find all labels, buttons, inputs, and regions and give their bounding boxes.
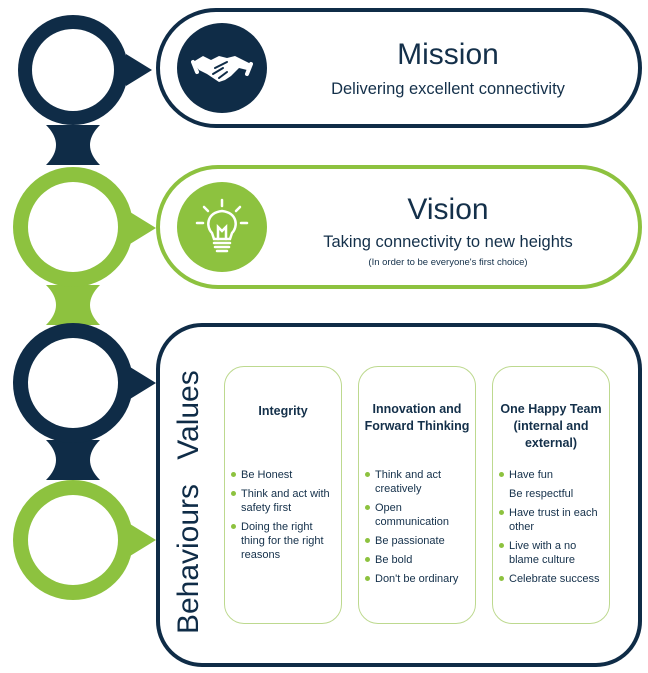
- behaviour-text: Think and act with safety first: [241, 488, 330, 514]
- chain-pointer-vision: [130, 212, 156, 244]
- behaviour-text: Be Honest: [241, 469, 293, 481]
- chain-neck-1: [46, 125, 100, 165]
- bullet-icon: [231, 491, 236, 496]
- behaviour-text: Have fun: [509, 469, 554, 481]
- behaviour-item: Doing the right thing for the right reas…: [231, 520, 339, 562]
- behaviour-text: Be passionate: [375, 535, 445, 547]
- values-label: Values: [172, 370, 205, 460]
- behaviour-text: Celebrate success: [509, 573, 600, 585]
- bullet-icon: [499, 472, 504, 477]
- behaviour-text: Open communication: [375, 502, 449, 528]
- bullet-icon: [499, 510, 504, 515]
- bullet-icon: [365, 538, 370, 543]
- behaviour-text: Have trust in each other: [509, 507, 598, 533]
- behaviour-item: Think and act creatively: [365, 468, 473, 496]
- vision-title: Vision: [407, 193, 489, 226]
- connector-chain: [13, 15, 156, 600]
- value-title: Innovation and Forward Thinking: [364, 402, 470, 433]
- behaviour-item: Don't be ordinary: [365, 572, 473, 586]
- behaviour-item: Have trust in each other: [499, 506, 607, 534]
- behaviour-item: Be respectful: [499, 487, 607, 501]
- mission-title: Mission: [397, 38, 499, 71]
- mission-subtitle: Delivering excellent connectivity: [331, 80, 565, 98]
- chain-circle-values-inner: [28, 338, 118, 428]
- bullet-icon: [499, 543, 504, 548]
- lightbulb-icon: [177, 182, 267, 272]
- chain-circle-vision-inner: [28, 182, 118, 272]
- value-title: Integrity: [258, 404, 308, 418]
- behaviour-text: Don't be ordinary: [375, 573, 459, 585]
- bullet-icon: [365, 505, 370, 510]
- chain-circle-behaviours-inner: [28, 495, 118, 585]
- handshake-icon: [177, 23, 267, 113]
- behaviour-item: Be Honest: [231, 468, 339, 482]
- behaviour-item: Open communication: [365, 501, 473, 529]
- behaviour-text: Live with a no blame culture: [509, 540, 577, 566]
- chain-pointer-mission: [126, 54, 152, 86]
- bullet-icon: [231, 524, 236, 529]
- behaviour-item: Celebrate success: [499, 572, 607, 586]
- behaviour-item: Think and act with safety first: [231, 487, 339, 515]
- value-column-one-happy-team: One Happy Team (internal and external) H…: [492, 366, 610, 624]
- behaviour-text: Be bold: [375, 554, 413, 566]
- bullet-icon: [365, 576, 370, 581]
- behaviour-item: Live with a no blame culture: [499, 539, 607, 567]
- chain-pointer-behaviours: [130, 524, 156, 556]
- behaviour-item: Have fun: [499, 468, 607, 482]
- chain-neck-2: [46, 285, 100, 325]
- behaviour-item: Be passionate: [365, 534, 473, 548]
- chain-pointer-values: [130, 367, 156, 399]
- behaviour-text: Think and act creatively: [375, 469, 442, 495]
- behaviour-item: Be bold: [365, 553, 473, 567]
- behaviour-text: Be respectful: [509, 488, 574, 500]
- bullet-icon: [231, 472, 236, 477]
- chain-circle-mission-inner: [32, 29, 114, 111]
- behaviours-label: Behaviours: [172, 483, 205, 635]
- vision-card: Vision Taking connectivity to new height…: [156, 165, 642, 289]
- bullet-icon: [365, 472, 370, 477]
- bullet-icon: [365, 557, 370, 562]
- chain-neck-3: [46, 440, 100, 480]
- vision-subtitle: Taking connectivity to new heights: [323, 233, 573, 251]
- vision-note: (In order to be everyone's first choice): [368, 257, 528, 268]
- behaviour-text: Doing the right thing for the right reas…: [241, 521, 324, 561]
- value-title: One Happy Team (internal and external): [500, 402, 602, 450]
- mission-card: Mission Delivering excellent connectivit…: [156, 8, 642, 128]
- bullet-icon: [499, 576, 504, 581]
- value-column-innovation: Innovation and Forward Thinking Think an…: [358, 366, 476, 624]
